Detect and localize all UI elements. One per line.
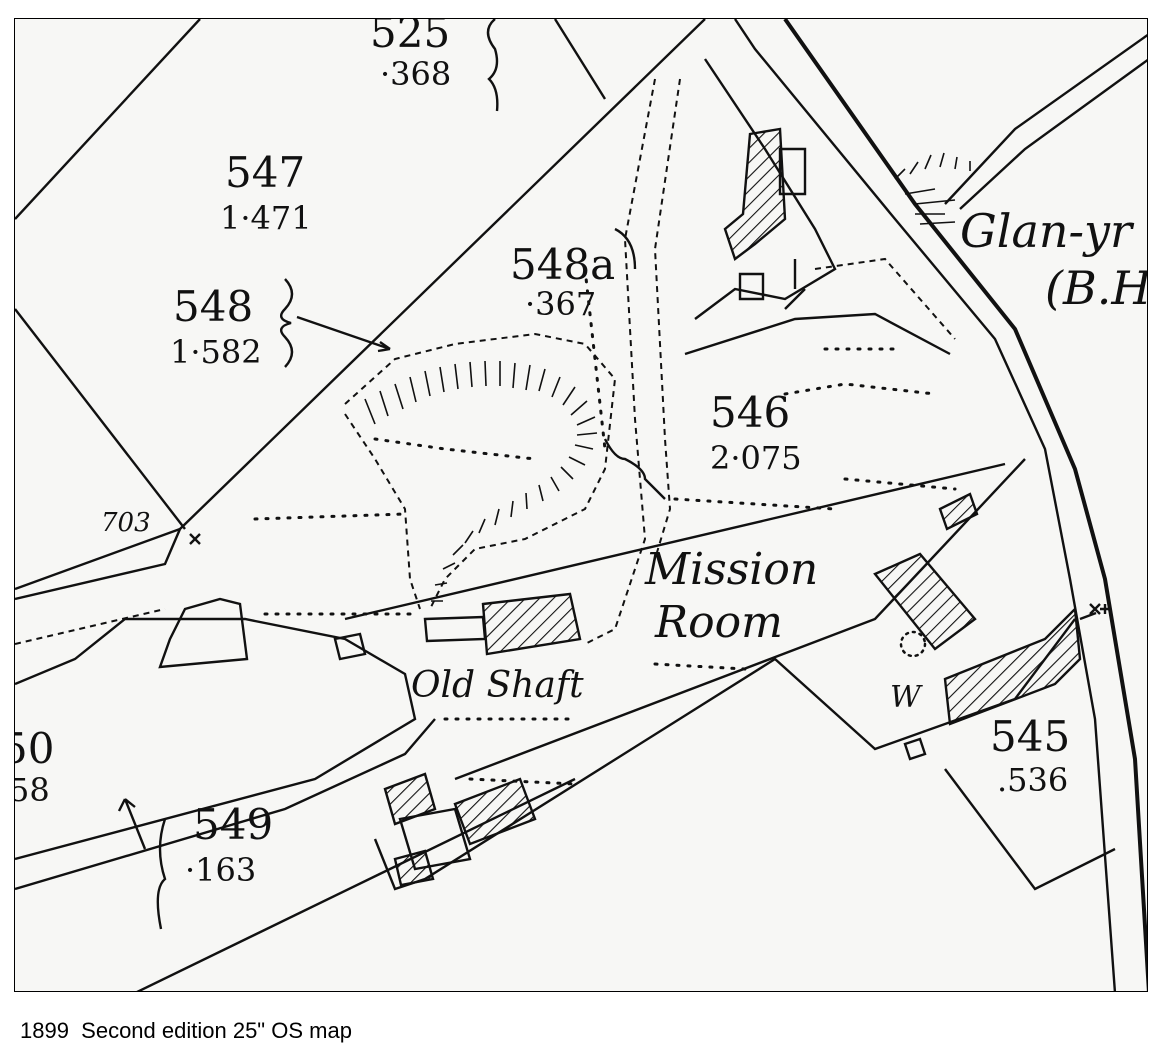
parcel-546-number: 546 (710, 388, 790, 437)
mission-room-line2: Room (654, 597, 783, 648)
spoil-heap (344, 332, 617, 610)
parcel-549-area: ·163 (185, 851, 256, 889)
place-name-line2: (B.H (1045, 261, 1148, 315)
os-map: 525 ·368 547 1·471 548 1·582 548a ·367 5… (14, 18, 1148, 992)
parcel-labels: 525 ·368 547 1·471 548 1·582 548a ·367 5… (15, 19, 1070, 889)
parcel-548-area: 1·582 (170, 333, 262, 371)
crosses (189, 533, 1101, 615)
map-caption: 1899 Second edition 25" OS map (20, 1018, 352, 1043)
partial-parcel-number: 50 (15, 724, 54, 773)
parcel-548a-area: ·367 (525, 285, 596, 323)
parcel-525-area: ·368 (380, 55, 451, 93)
parcel-525-number: 525 (370, 19, 450, 57)
parcel-547-area: 1·471 (220, 199, 312, 237)
old-shaft-label: Old Shaft (411, 665, 584, 706)
parcel-548-number: 548 (173, 282, 253, 331)
partial-parcel-area: 58 (15, 771, 50, 809)
main-road (15, 19, 706, 891)
mission-room-line1: Mission (644, 544, 818, 595)
parcel-548a-number: 548a (510, 240, 615, 289)
parcel-547-number: 547 (225, 148, 305, 197)
parcel-546-area: 2·075 (710, 439, 802, 477)
buildings (158, 127, 1082, 887)
place-name-line1: Glan-yr (960, 204, 1135, 258)
map-drawing: 525 ·368 547 1·471 548 1·582 548a ·367 5… (15, 19, 1148, 991)
parcel-549-number: 549 (193, 800, 273, 849)
feature-labels: Mission Room Old Shaft Glan-yr (B.H W (411, 204, 1148, 715)
parcel-545-area: .536 (997, 761, 1068, 799)
well-label: W (890, 680, 923, 715)
parcel-545-number: 545 (990, 712, 1070, 761)
spot-height: 703 (101, 508, 151, 538)
earthwork-dots (253, 267, 957, 786)
bank-hachures (894, 152, 971, 225)
tie-marks (117, 19, 1110, 930)
